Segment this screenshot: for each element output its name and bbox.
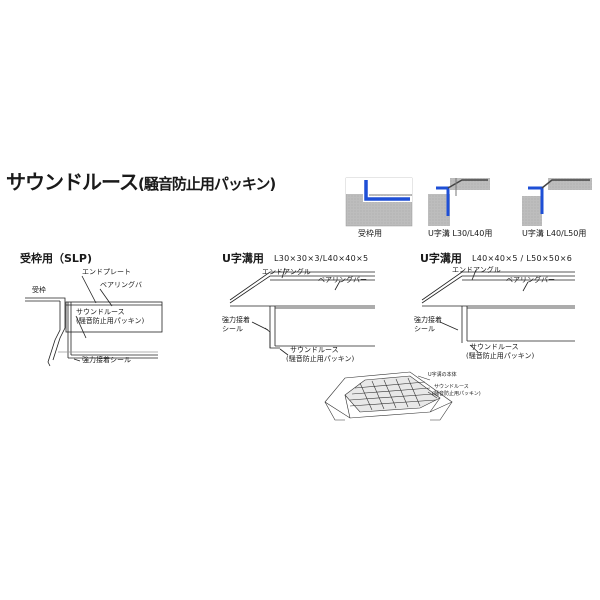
label-bearing-bar: ベアリングバ (100, 281, 142, 289)
thumbnail-u-l30-l40 (428, 178, 500, 226)
section-u2-spec: L40×40×5 / L50×50×6 (472, 254, 573, 263)
label-u1-end-angle: エンドアングル (262, 268, 311, 276)
label-u2-sound-ruth: サウンドルース (470, 343, 519, 351)
thumbnail-caption-3: U字溝 L40/L50用 (522, 229, 587, 238)
diagram-u1 (229, 267, 375, 356)
label-u2-end-angle: エンドアングル (452, 266, 501, 274)
label-u1-packing: (騒音防止用パッキン) (286, 355, 355, 363)
thumbnail-caption-2: U字溝 L30/L40用 (428, 229, 493, 238)
label-iso-sound-ruth: サウンドルース (434, 384, 469, 390)
label-u1-seal-1: 強力接着 (222, 316, 250, 324)
label-u2-seal-2: シール (414, 325, 435, 333)
section-slp-title: 受枠用（SLP) (20, 252, 93, 265)
label-u2-packing: (騒音防止用パッキン) (466, 352, 535, 360)
thumbnail-u-l40-l50 (522, 178, 592, 226)
title-sub: (騒音防止用パッキン) (138, 175, 276, 193)
section-u1-spec: L30×30×3/L40×40×5 (274, 254, 369, 263)
page-title: サウンドルース(騒音防止用パッキン) (6, 166, 276, 195)
section-u1-title: U字溝用 (222, 252, 264, 265)
label-iso-top: U字溝の本体 (428, 372, 457, 378)
label-u1-seal-2: シール (222, 325, 243, 333)
label-u1-bearing-bar: ベアリングバー (318, 276, 367, 284)
diagram-u2 (421, 269, 575, 353)
label-u2-seal-1: 強力接着 (414, 316, 442, 324)
label-u2-bearing-bar: ベアリングバー (506, 276, 555, 284)
label-end-plate: エンドプレート (82, 268, 131, 276)
title-main: サウンドルース (6, 170, 139, 194)
section-u2-title: U字溝用 (420, 252, 462, 265)
label-sound-ruth: サウンドルース (76, 308, 125, 316)
label-seal: 強力接着シール (82, 356, 131, 364)
diagram-isometric (324, 371, 453, 421)
label-iso-packing: (騒音防止用パッキン) (432, 391, 481, 397)
diagram-slp (25, 275, 163, 367)
thumbnail-ukewaku (345, 177, 413, 227)
label-ukewaku: 受枠 (32, 286, 46, 294)
label-u1-sound-ruth: サウンドルース (290, 346, 339, 354)
label-packing: (騒音防止用パッキン) (76, 317, 145, 325)
thumbnail-caption-1: 受枠用 (358, 229, 382, 238)
